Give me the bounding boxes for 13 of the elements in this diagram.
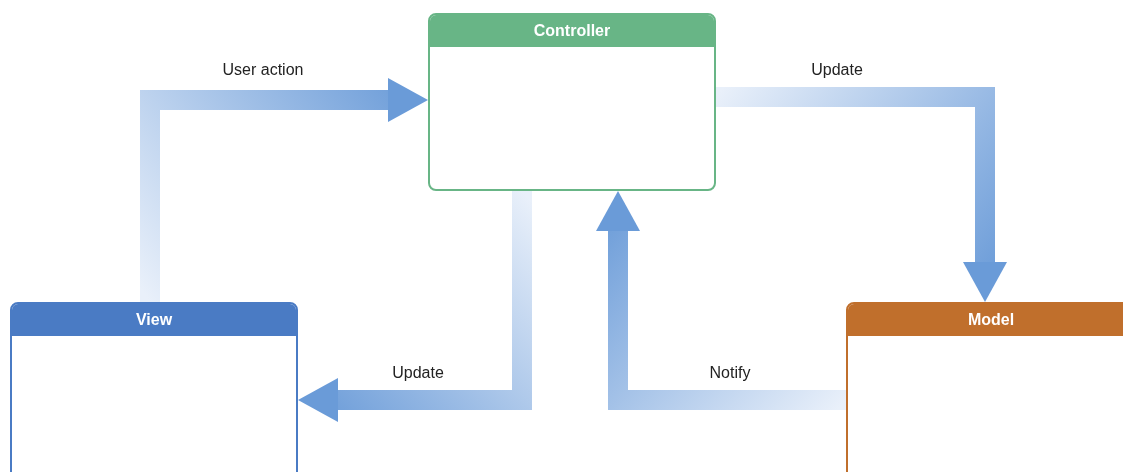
- arrow: [298, 191, 532, 422]
- arrow: [596, 191, 846, 410]
- edge-label: Notify: [707, 364, 753, 382]
- edge-label: Update: [809, 61, 865, 79]
- edge-label: Update: [390, 364, 446, 382]
- box-title: View: [12, 304, 296, 336]
- component-box: [428, 13, 716, 191]
- arrow: [140, 78, 428, 302]
- component-box: [10, 302, 298, 472]
- arrow: [716, 87, 1007, 302]
- box-title: Controller: [430, 15, 714, 47]
- box-title: Model: [848, 304, 1123, 336]
- component-box: [846, 302, 1123, 472]
